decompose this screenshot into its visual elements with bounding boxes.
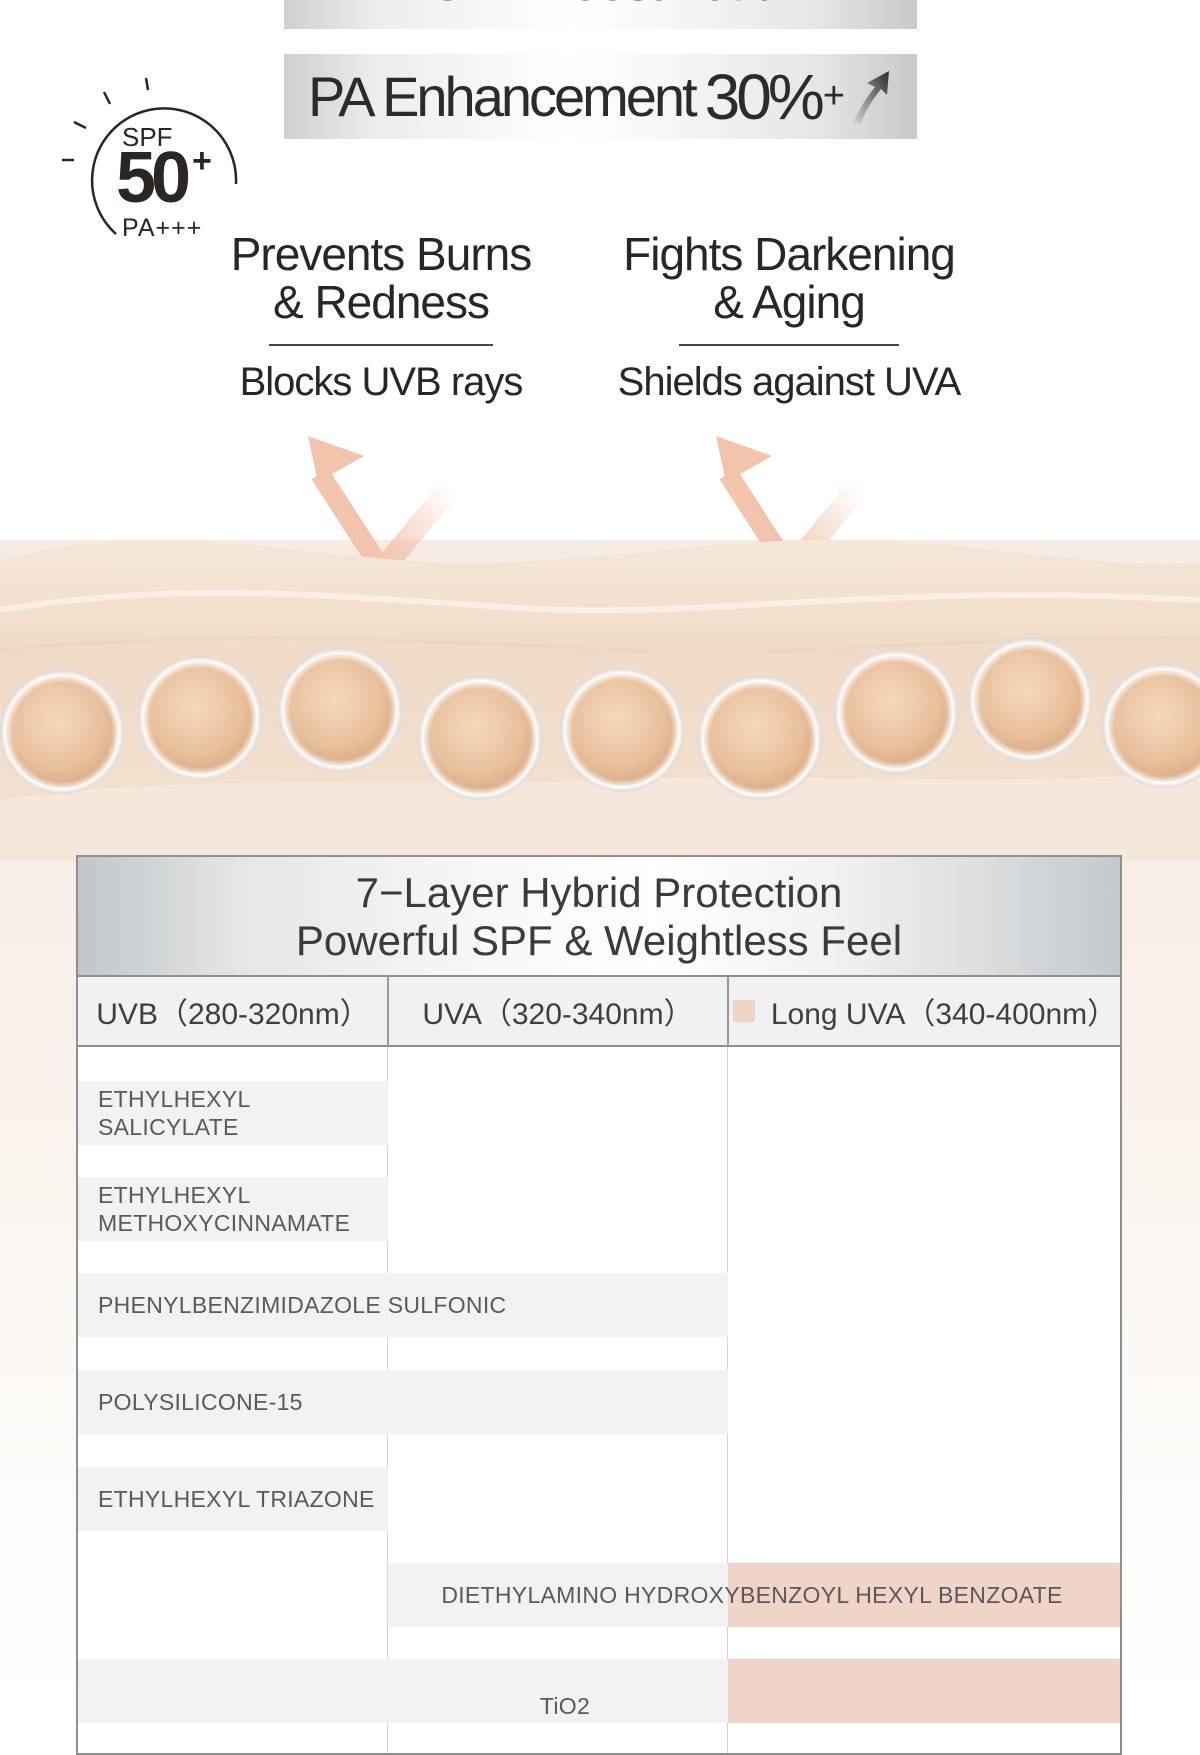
badge-spf-value: 50 (116, 138, 191, 218)
pa-enhancement-text: PA Enhancement (308, 65, 698, 128)
table-column-headers: UVB（280-320nm） UVA（320-340nm） Long UVA（3… (78, 977, 1120, 1047)
ingredient-name: PHENYLBENZIMIDAZOLE SULFONIC (98, 1292, 507, 1318)
badge-pa-label: PA+++ (122, 214, 203, 242)
badge-spf-label: SPF (122, 122, 173, 152)
column-header-uvb: UVB（280-320nm） (78, 977, 388, 1045)
benefit-title-line1: Prevents Burns (230, 228, 532, 280)
protection-table: 7−Layer Hybrid Protection Powerful SPF &… (76, 855, 1122, 1755)
column-header-label: Long UVA（340-400nm） (770, 998, 1118, 1031)
benefit-uvb: Prevents Burns & Redness Blocks UVB rays (191, 230, 571, 405)
ingredient-row: ETHYLHEXYL METHOXYCINNAMATE (78, 1177, 388, 1241)
spf-badge: SPF 50 + PA+++ (56, 72, 246, 252)
pa-enhancement-percent: 30% (704, 60, 825, 133)
ingredient-name: TiO2 (539, 1693, 591, 1719)
benefit-subtitle: Shields against UVA (617, 360, 962, 404)
spf-boost-banner: SPF Boost 40% (284, 0, 917, 29)
ingredient-row: ETHYLHEXYL TRIAZONE (78, 1467, 388, 1531)
benefit-title-line1: Fights Darkening (623, 228, 956, 280)
column-header-long-uva: Long UVA（340-400nm） (728, 977, 1120, 1045)
skin-layer-illustration (0, 539, 1200, 860)
arrow-up-right-icon (852, 70, 889, 123)
ingredient-name: ETHYLHEXYL SALICYLATE (98, 1086, 250, 1140)
benefit-title-line2: & Aging (713, 276, 866, 328)
table-title-line1: 7−Layer Hybrid Protection (355, 869, 843, 916)
table-title-line2: Powerful SPF & Weightless Feel (295, 917, 903, 964)
column-divider (387, 977, 389, 1047)
pa-enhancement-banner: PA Enhancement 30% + (284, 54, 917, 139)
long-uva-swatch (732, 1000, 755, 1022)
ingredient-row: ETHYLHEXYL SALICYLATE (78, 1081, 388, 1145)
ingredient-name: DIETHYLAMINO HYDROXYBENZOYL HEXYL BENZOA… (441, 1582, 1063, 1608)
column-divider (727, 977, 729, 1047)
ingredient-row: PHENYLBENZIMIDAZOLE SULFONIC (78, 1273, 728, 1337)
pa-enhancement-plus: + (822, 75, 845, 117)
ingredient-row: POLYSILICONE-15 (78, 1370, 728, 1434)
ingredient-name-line1: ETHYLHEXYL (98, 1182, 251, 1208)
benefit-divider (679, 344, 899, 346)
badge-spf-plus: + (192, 142, 212, 180)
column-header-label: UVA（320-340nm） (422, 998, 694, 1031)
ingredient-name: ETHYLHEXYL TRIAZONE (98, 1486, 375, 1512)
benefit-uva: Fights Darkening & Aging Shields against… (599, 230, 979, 405)
column-header-label: UVB（280-320nm） (96, 998, 370, 1031)
benefit-divider (269, 344, 493, 346)
ingredient-name: POLYSILICONE-15 (98, 1389, 303, 1415)
column-header-uva: UVA（320-340nm） (388, 977, 728, 1045)
spf-boost-text: SPF Boost 40% (429, 0, 774, 13)
capsule-row (0, 638, 1200, 800)
uv-arrow-icon (308, 436, 461, 580)
table-header: 7−Layer Hybrid Protection Powerful SPF &… (78, 857, 1120, 977)
benefit-subtitle: Blocks UVB rays (239, 360, 524, 404)
sun-icon (62, 77, 238, 235)
benefit-title-line2: & Redness (272, 276, 490, 328)
ingredient-row: TiO2 (78, 1659, 1120, 1723)
ingredient-row: DIETHYLAMINO HYDROXYBENZOYL HEXYL BENZOA… (388, 1563, 1120, 1627)
ingredient-name-line2: METHOXYCINNAMATE (98, 1210, 351, 1236)
